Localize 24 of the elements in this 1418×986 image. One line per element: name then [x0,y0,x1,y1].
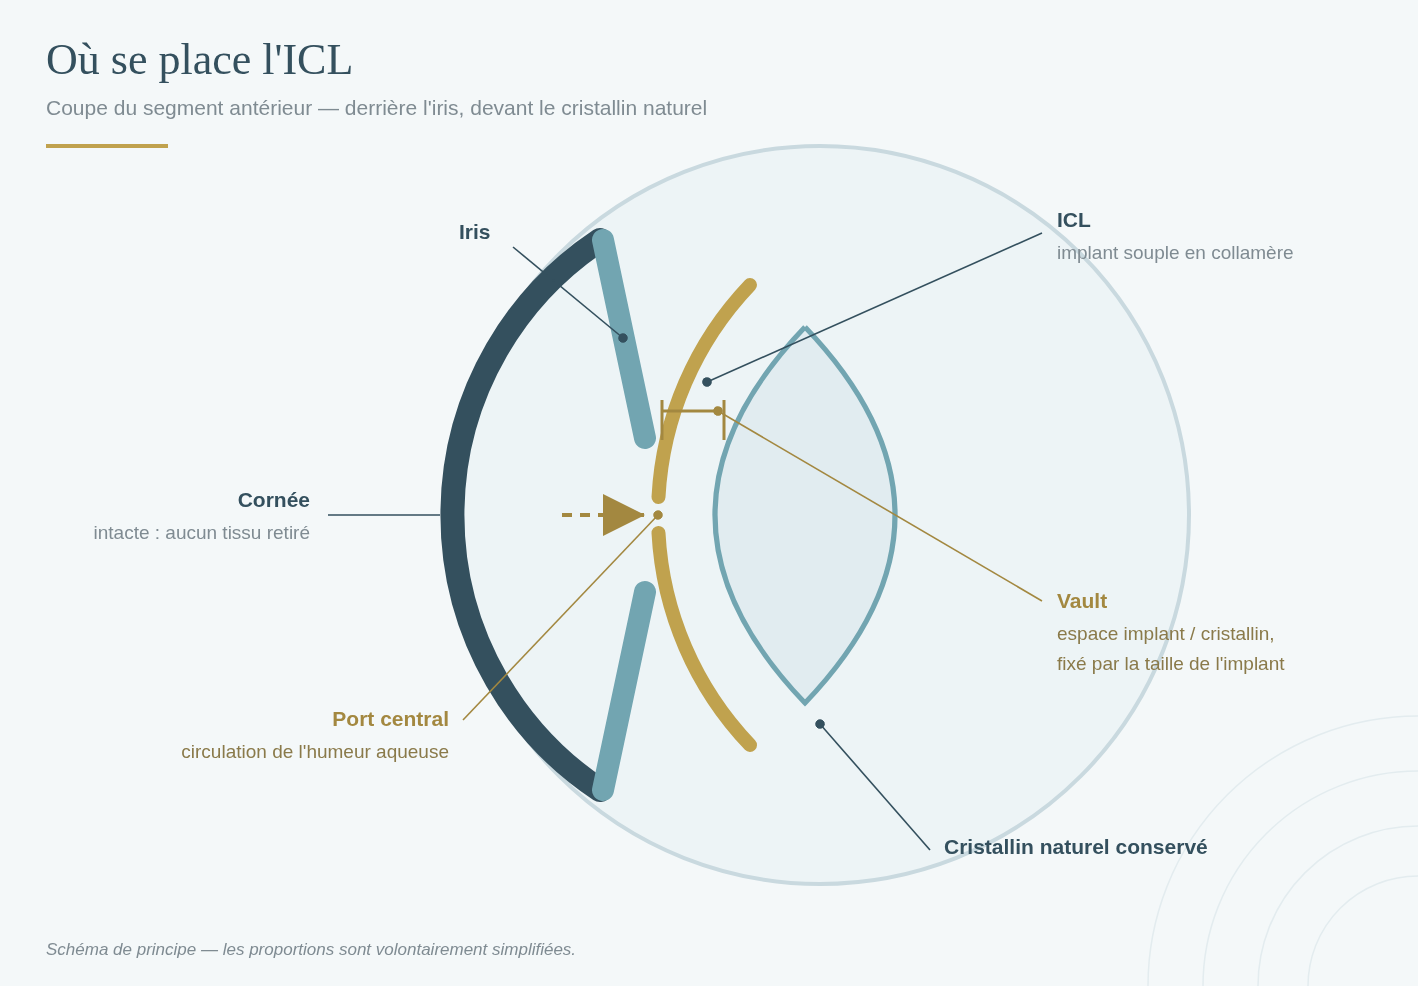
flow-arrow [562,494,645,536]
callout-heading: Port central [331,706,449,732]
callout-description: espace implant / cristallin, fixé par la taille de l'implant [1057,622,1286,676]
callout-description: implant souple en collamère [1057,241,1294,265]
iris-bar [592,229,656,449]
diagram-title: Où se place l'ICL [46,34,354,85]
leader-line [327,514,441,516]
callout-heading: Cristallin naturel conservé [944,834,1208,860]
leader-line [702,232,1043,387]
leader-line [462,510,663,721]
callout-heading: ICL [1057,207,1092,233]
callout-heading: Cornée [236,487,310,513]
iris-bar [592,581,656,801]
callout-description: circulation de l'humeur aqueuse [181,740,449,764]
subtitle: Coupe du segment antérieur — derrière l'iris, devant le cristallin naturel [46,96,708,120]
leader-line [512,246,628,343]
callout-heading: Iris [459,219,491,245]
caption: Schéma de principe — les proportions sont volontairement simplifiées. [46,940,577,960]
callout-description: intacte : aucun tissu retiré [93,521,310,545]
implant-arc [651,278,757,752]
lens-shape [712,324,898,706]
leader-line [815,719,931,851]
callout-heading: Vault [1057,588,1109,614]
leader-line [713,406,1043,602]
